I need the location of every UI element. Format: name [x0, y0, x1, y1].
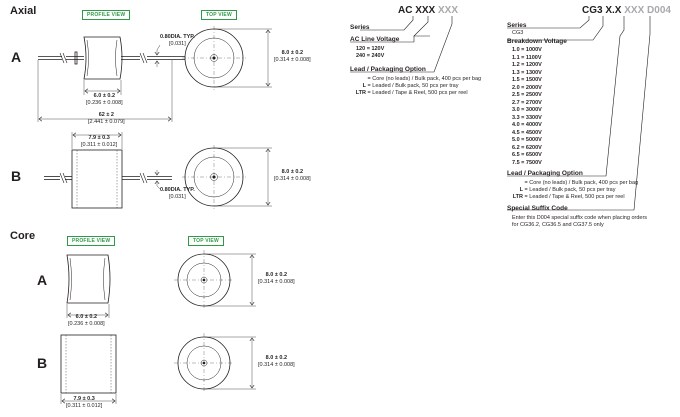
breakdown-voltage-item: 2.7 = 2700V — [512, 99, 542, 106]
axial-b-dia-label: 8.0 ± 0.2[0.314 ± 0.008] — [274, 169, 311, 182]
core-top-view-tag: TOP VIEW — [188, 236, 224, 246]
breakdown-voltage-item: 4.0 = 4000V — [512, 122, 542, 128]
row-label-axial-a: A — [11, 49, 22, 65]
breakdown-voltage-item: 3.0 = 3000V — [512, 107, 542, 113]
breakdown-voltage-item: 3.3 = 3300V — [512, 114, 542, 121]
breakdown-voltage-item: 6.2 = 6200V — [512, 144, 542, 151]
cg-suffix-text: Enter this D004 special suffix code when… — [512, 215, 647, 229]
cg-suffix-line: for CG36.2, CG36.5 and CG37.5 only — [512, 221, 604, 228]
cg-lead-options: = Core (no leads) / Bulk pack, 400 pcs p… — [505, 180, 638, 200]
ac-lead-option: = Core (no leads) / Bulk pack, 400 pcs p… — [367, 76, 482, 82]
row-label-core-a: A — [37, 272, 48, 288]
cg-leader-lines — [507, 16, 651, 211]
core-a-top — [174, 250, 256, 310]
core-a-dia-label: 8.0 ± 0.2[0.314 ± 0.008] — [258, 272, 295, 285]
cg-breakdown-label: Breakdown Voltage — [507, 38, 567, 45]
breakdown-voltage-item: 2.0 = 2000V — [512, 84, 542, 91]
cg-lead-option: L = Leaded / Bulk pack, 50 pcs per tray — [519, 186, 616, 193]
cg-series-value: CG3 — [512, 30, 524, 36]
row-label-core-b: B — [37, 355, 48, 371]
row-label-axial-b: B — [11, 168, 22, 184]
ac-lead-option: LTR = Leaded / Tape & Reel, 500 pcs per … — [355, 89, 468, 96]
cg-suffix-line: Enter this D004 special suffix code when… — [512, 215, 648, 221]
ac-voltage-list: 120 = 120V 240 = 240V — [356, 46, 384, 60]
cg-series-label: Series — [507, 22, 527, 29]
breakdown-voltage-item: 7.5 = 7500V — [512, 159, 542, 166]
core-a-length-label: 6.0 ± 0.2[0.236 ± 0.008] — [68, 314, 105, 327]
axial-b-length-label: 7.9 ± 0.3[0.311 ± 0.012] — [81, 135, 118, 148]
ac-series-label: Series — [350, 24, 370, 31]
cg-lead-label: Lead / Packaging Option — [507, 170, 583, 177]
core-b-length-label: 7.9 ± 0.3[0.311 ± 0.012] — [66, 396, 103, 409]
ac-lead-option: L = Leaded / Bulk pack, 50 pcs per tray — [362, 82, 459, 89]
ac-part-number: AC XXX XXX — [398, 5, 459, 16]
breakdown-voltage-item: 2.5 = 2500V — [512, 92, 542, 98]
section-title-axial: Axial — [10, 5, 37, 17]
axial-a-profile — [37, 36, 185, 122]
axial-a-dia-label: 8.0 ± 0.2[0.314 ± 0.008] — [274, 50, 311, 63]
breakdown-voltage-item: 1.0 = 1000V — [512, 47, 542, 53]
section-title-core: Core — [10, 230, 36, 242]
axial-b-wire-label: 0.80DIA. TYP.[0.031] — [160, 187, 195, 200]
ac-voltage-label: AC Line Voltage — [350, 36, 400, 43]
cg-lead-option: = Core (no leads) / Bulk pack, 400 pcs p… — [524, 180, 639, 186]
axial-b-profile — [44, 132, 172, 209]
axial-a-top — [182, 26, 272, 90]
core-b-top — [174, 333, 256, 393]
breakdown-voltage-item: 1.2 = 1200V — [512, 62, 542, 68]
core-profile-view-tag: PROFILE VIEW — [67, 236, 116, 246]
ac-leader-lines — [350, 16, 453, 73]
ac-voltage-240: 240 = 240V — [356, 52, 385, 59]
ac-voltage-120: 120 = 120V — [356, 46, 385, 52]
axial-top-view-tag: TOP VIEW — [201, 10, 237, 20]
axial-profile-view-tag: PROFILE VIEW — [82, 10, 131, 20]
breakdown-voltage-item: 4.5 = 4500V — [512, 129, 542, 136]
axial-a-length-label: 6.0 ± 0.2[0.236 ± 0.008] — [86, 93, 123, 106]
core-a-profile — [66, 254, 111, 318]
core-b-profile — [60, 334, 117, 404]
breakdown-voltage-item: 6.5 = 6500V — [512, 152, 542, 158]
ac-lead-options: = Core (no leads) / Bulk pack, 400 pcs p… — [348, 76, 481, 96]
breakdown-voltage-item: 1.3 = 1300V — [512, 69, 542, 76]
axial-a-wire-label: 0.80DIA. TYP.[0.031] — [160, 34, 195, 47]
lead-total-label: 62 ± 2[2.441 ± 0.079] — [88, 112, 125, 125]
core-b-dia-label: 8.0 ± 0.2[0.314 ± 0.008] — [258, 355, 295, 368]
axial-b-top — [182, 145, 272, 209]
cg-suffix-label: Special Suffix Code — [507, 205, 568, 212]
breakdown-voltage-item: 1.5 = 1500V — [512, 77, 542, 83]
cg-lead-option: LTR = Leaded / Tape & Reel, 500 pcs per … — [512, 193, 625, 200]
breakdown-voltage-item: 5.0 = 5000V — [512, 137, 542, 143]
breakdown-voltage-item: 1.1 = 1100V — [512, 54, 542, 61]
ac-lead-label: Lead / Packaging Option — [350, 66, 426, 73]
cg-part-number: CG3 X.X XXX D004 — [582, 5, 671, 16]
